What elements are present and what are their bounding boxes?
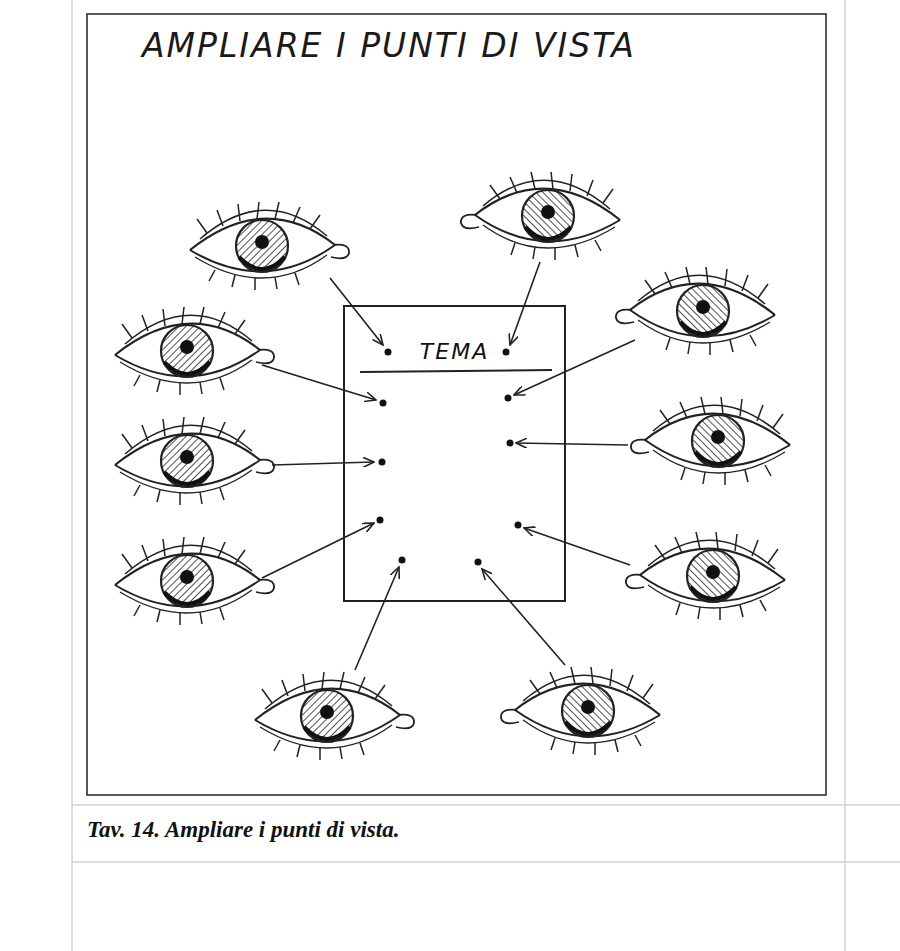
diagram-title: AMPLIARE I PUNTI DI VISTA (142, 26, 636, 65)
figure-caption: Tav. 14. Ampliare i punti di vista. (87, 817, 399, 843)
theme-label: TEMA (345, 339, 564, 365)
theme-box: TEMA (343, 305, 566, 602)
